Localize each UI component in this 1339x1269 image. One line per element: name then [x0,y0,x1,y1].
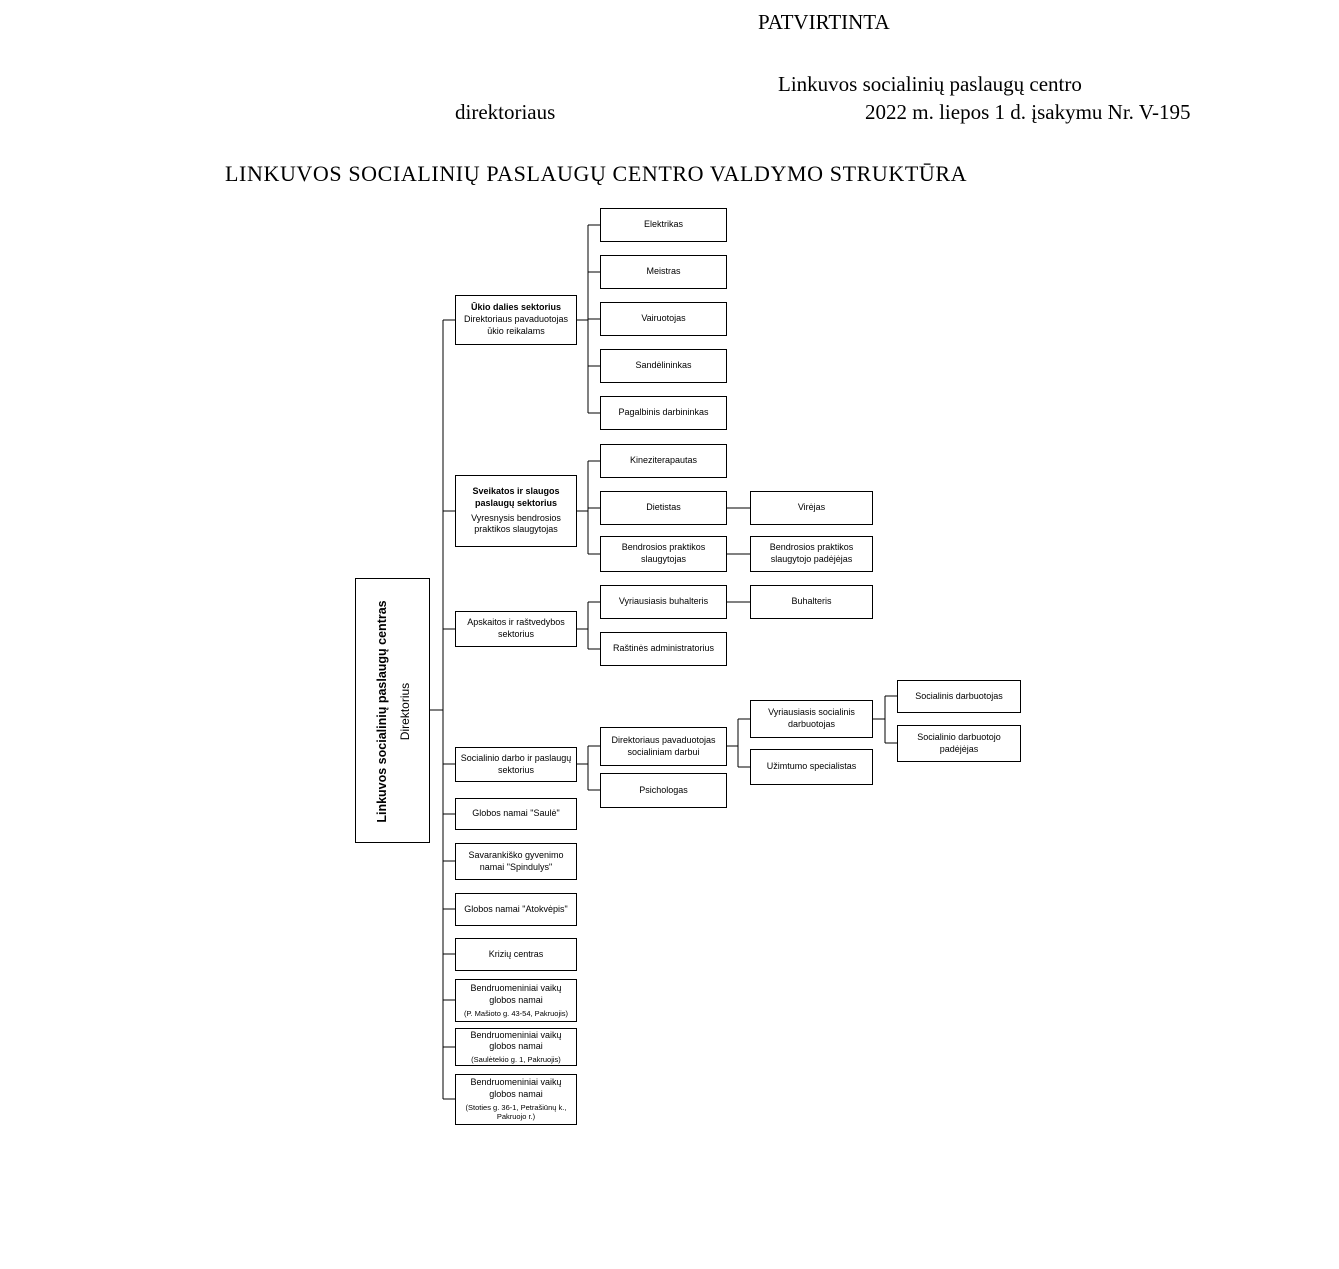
box-label: Buhalteris [791,596,832,607]
org-box-ukio-sektorius: Ūkio dalies sektorius Direktoriaus pavad… [455,295,577,345]
box-label: Direktorius [397,682,412,741]
box-label: Sandėlininkas [635,360,692,371]
approval-order-line: 2022 m. liepos 1 d. įsakymu Nr. V-195 [865,100,1191,124]
box-label: Vyriausiasis socialinis darbuotojas [768,707,855,729]
org-box-spindulys: Savarankiško gyvenimo namai "Spindulys" [455,843,577,880]
org-box-vyriausiasis-socialinis-darbuotojas: Vyriausiasis socialinis darbuotojas [750,700,873,738]
box-title: Sveikatos ir slaugos paslaugų sektorius [472,486,560,508]
org-box-bvgn-1: Bendruomeniniai vaikų globos namai (P. M… [455,979,577,1022]
box-label: Kineziterapautas [629,455,698,466]
org-box-apskaitos-sektorius: Apskaitos ir raštvedybos sektorius [455,611,577,647]
org-box-kriziu-centras: Krizių centras [455,938,577,971]
approval-heading: PATVIRTINTA [758,10,890,34]
approval-org-line: Linkuvos socialinių paslaugų centro [778,72,1082,96]
org-box-slaugytojo-padejejas: Bendrosios praktikos slaugytojo padėjėja… [750,536,873,572]
org-box-sandelininkas: Sandėlininkas [600,349,727,383]
org-box-rastines-administratorius: Raštinės administratorius [600,632,727,666]
org-box-buhalteris: Buhalteris [750,585,873,619]
org-box-globos-namai-saule: Globos namai "Saulė" [455,798,577,830]
org-box-bvgn-3: Bendruomeniniai vaikų globos namai (Stot… [455,1074,577,1125]
box-title: Bendruomeniniai vaikų globos namai [470,1077,562,1100]
box-title: Apskaitos ir raštvedybos sektorius [467,617,565,639]
box-subtitle: Vyresnysis bendrosios praktikos slaugyto… [471,512,561,535]
box-subtitle: (Stoties g. 36-1, Petrašiūnų k., Pakruoj… [465,1102,567,1122]
org-box-direktorius: Linkuvos socialinių paslaugų centras Dir… [355,578,430,843]
org-box-elektrikas: Elektrikas [600,208,727,242]
org-box-pavaduotojas-socialiniam-darbui: Direktoriaus pavaduotojas socialiniam da… [600,727,727,766]
org-box-socialinis-darbuotojas: Socialinis darbuotojas [897,680,1021,713]
box-title: Bendruomeniniai vaikų globos namai [470,1029,562,1052]
box-title: Socialinio darbo ir paslaugų sektorius [460,752,572,775]
box-title: Savarankiško gyvenimo namai "Spindulys" [468,849,564,872]
box-label: Bendrosios praktikos slaugytojas [621,542,706,564]
box-title: Globos namai "Saulė" [472,808,560,819]
org-box-psichologas: Psichologas [600,773,727,808]
org-box-dietistas: Dietistas [600,491,727,525]
org-box-pagalbinis-darbininkas: Pagalbinis darbininkas [600,396,727,430]
org-box-kineziterapautas: Kineziterapautas [600,444,727,478]
org-box-socialinio-sektorius: Socialinio darbo ir paslaugų sektorius [455,747,577,782]
box-label: Virėjas [797,502,826,513]
box-title: Krizių centras [488,948,544,959]
box-label: Meistras [646,266,681,277]
root-rotated-text: Linkuvos socialinių paslaugų centras Dir… [356,579,431,844]
org-box-atokvepis: Globos namai "Atokvėpis" [455,893,577,926]
box-title: Ūkio dalies sektorius [470,302,562,313]
org-box-bendrosios-praktikos-slaugytojas: Bendrosios praktikos slaugytojas [600,536,727,572]
page-title: LINKUVOS SOCIALINIŲ PASLAUGŲ CENTRO VALD… [225,161,968,186]
box-label: Raštinės administratorius [612,643,715,654]
box-subtitle: (P. Mašioto g. 43-54, Pakruojis) [463,1008,569,1018]
box-label: Užimtumo specialistas [766,761,857,772]
box-subtitle: Direktoriaus pavaduotojas ūkio reikalams [463,314,569,336]
box-subtitle: (Saulėtekio g. 1, Pakruojis) [471,1055,561,1064]
org-box-virejas: Virėjas [750,491,873,525]
org-box-socialinio-darbuotojo-padejejas: Socialinio darbuotojo padėjėjas [897,725,1021,762]
box-label: Pagalbinis darbininkas [618,407,709,418]
org-box-sveikatos-sektorius: Sveikatos ir slaugos paslaugų sektorius … [455,475,577,547]
box-label: Psichologas [639,784,688,795]
box-title: Globos namai "Atokvėpis" [464,903,568,914]
org-box-uzimtumo-specialistas: Užimtumo specialistas [750,749,873,785]
box-label: Direktoriaus pavaduotojas socialiniam da… [611,734,716,757]
box-label: Elektrikas [643,219,683,230]
box-label: Linkuvos socialinių paslaugų centras [374,600,389,823]
org-box-bvgn-2: Bendruomeniniai vaikų globos namai (Saul… [455,1028,577,1066]
box-label: Bendrosios praktikos slaugytojo padėjėja… [769,542,854,564]
box-label: Vyriausiasis buhalteris [618,596,709,607]
box-label: Socialinis darbuotojas [915,690,1003,701]
org-box-meistras: Meistras [600,255,727,289]
box-label: Vairuotojas [641,313,686,324]
org-box-vyriausiasis-buhalteris: Vyriausiasis buhalteris [600,585,727,619]
box-label: Dietistas [646,502,681,513]
box-title: Bendruomeniniai vaikų globos namai [470,983,562,1005]
box-label: Socialinio darbuotojo padėjėjas [917,731,1001,754]
approval-director-line: direktoriaus [455,100,556,124]
org-box-vairuotojas: Vairuotojas [600,302,727,336]
